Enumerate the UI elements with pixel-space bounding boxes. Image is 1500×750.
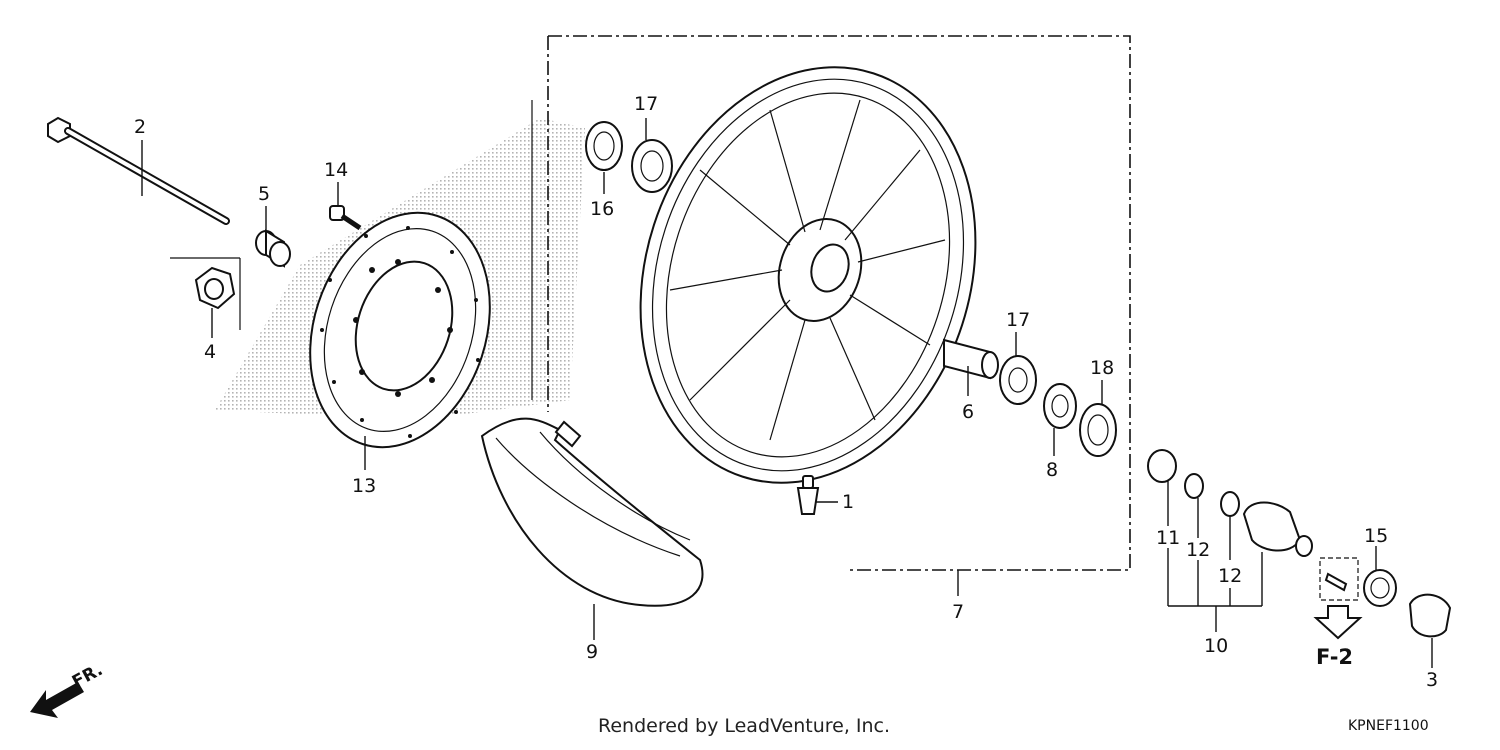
callout-17-lower: 17 xyxy=(1006,309,1030,331)
callout-16: 16 xyxy=(590,198,614,220)
callout-17-upper: 17 xyxy=(634,93,658,115)
callout-12-left: 12 xyxy=(1186,539,1210,561)
callout-8: 8 xyxy=(1046,459,1058,481)
callout-11: 11 xyxy=(1156,527,1180,549)
callout-10: 10 xyxy=(1204,635,1228,657)
hub-parts-right xyxy=(943,338,1117,457)
callouts: 2 5 14 4 13 16 17 17 18 6 8 1 7 9 11 12 … xyxy=(134,93,1438,691)
valve-stem xyxy=(796,475,820,515)
callout-9: 9 xyxy=(586,641,598,663)
disc-bolt xyxy=(329,205,362,231)
reference-label: F-2 xyxy=(1316,645,1353,669)
callout-2: 2 xyxy=(134,116,146,138)
credit-text: Rendered by LeadVenture, Inc. xyxy=(598,715,890,737)
callout-15: 15 xyxy=(1364,525,1388,547)
callout-13: 13 xyxy=(352,475,376,497)
axle-nut xyxy=(170,257,241,330)
callout-18: 18 xyxy=(1090,357,1114,379)
leader-lines xyxy=(141,118,1433,668)
axle-bolt xyxy=(47,116,230,225)
callout-4: 4 xyxy=(204,341,216,363)
callout-14: 14 xyxy=(324,159,348,181)
gearbox-parts xyxy=(1147,449,1452,638)
wheel-assembly-boundary xyxy=(531,35,1131,571)
brake-disc xyxy=(309,211,491,449)
bearings-upper xyxy=(585,121,673,193)
side-collar xyxy=(255,229,291,268)
front-wheel xyxy=(639,66,977,484)
callout-5: 5 xyxy=(258,183,270,205)
reference-arrow xyxy=(1313,605,1363,640)
rim-band xyxy=(480,417,704,607)
callout-12-right: 12 xyxy=(1218,565,1242,587)
diagram-code: KPNEF1100 xyxy=(1348,718,1429,734)
front-direction-arrow-icon xyxy=(30,682,84,718)
callout-7: 7 xyxy=(952,601,964,623)
callout-3: 3 xyxy=(1426,669,1438,691)
callout-6: 6 xyxy=(962,401,974,423)
callout-1: 1 xyxy=(842,491,854,513)
